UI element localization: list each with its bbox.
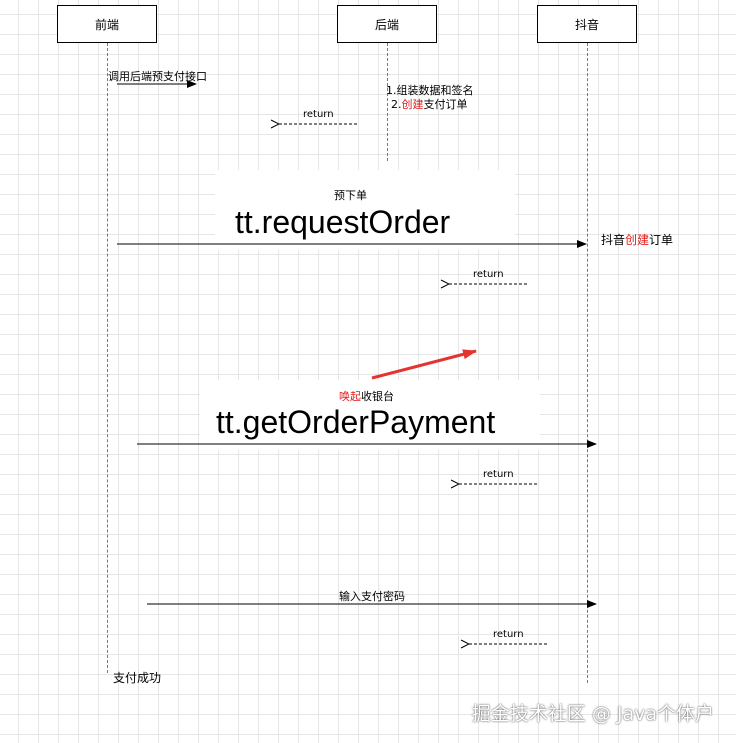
api-request-order: tt.requestOrder bbox=[235, 204, 451, 240]
label-pre-order: 预下单 bbox=[334, 189, 367, 202]
label-step2: 2.创建支付订单 bbox=[391, 96, 468, 112]
label-invoke-cashier: 唤起收银台 bbox=[339, 388, 394, 404]
return-label-1: return bbox=[303, 109, 334, 120]
participant-frontend[interactable]: 前端 bbox=[57, 5, 157, 43]
label-background bbox=[200, 380, 540, 450]
annotation-arrow bbox=[371, 349, 477, 380]
cashier-highlight: 唤起 bbox=[339, 390, 361, 403]
label-background bbox=[215, 170, 515, 250]
watermark: 掘金技术社区 @ Java个体户 bbox=[471, 703, 714, 725]
label-step1: 1.组装数据和签名 bbox=[386, 84, 474, 97]
label-pay-success: 支付成功 bbox=[113, 671, 162, 685]
label-call-backend: 调用后端预支付接口 bbox=[108, 70, 207, 83]
douyin-highlight: 创建 bbox=[625, 233, 650, 247]
step2-prefix: 2. bbox=[391, 98, 402, 111]
lifeline-frontend bbox=[107, 43, 108, 673]
participant-douyin[interactable]: 抖音 bbox=[537, 5, 637, 43]
label-enter-password: 输入支付密码 bbox=[339, 590, 405, 603]
step2-suffix: 支付订单 bbox=[423, 98, 468, 111]
return-label-2: return bbox=[473, 269, 504, 280]
api-get-order-payment: tt.getOrderPayment bbox=[216, 404, 496, 440]
lifeline-backend bbox=[387, 43, 388, 161]
participant-backend[interactable]: 后端 bbox=[337, 5, 437, 43]
return-label-4: return bbox=[493, 629, 524, 640]
cashier-suffix: 收银台 bbox=[361, 390, 394, 403]
label-douyin-create-order: 抖音创建订单 bbox=[601, 231, 673, 248]
douyin-prefix: 抖音 bbox=[601, 233, 626, 247]
lifeline-douyin bbox=[587, 43, 588, 683]
step2-highlight: 创建 bbox=[401, 98, 424, 111]
douyin-suffix: 订单 bbox=[649, 233, 674, 247]
return-label-3: return bbox=[483, 469, 514, 480]
